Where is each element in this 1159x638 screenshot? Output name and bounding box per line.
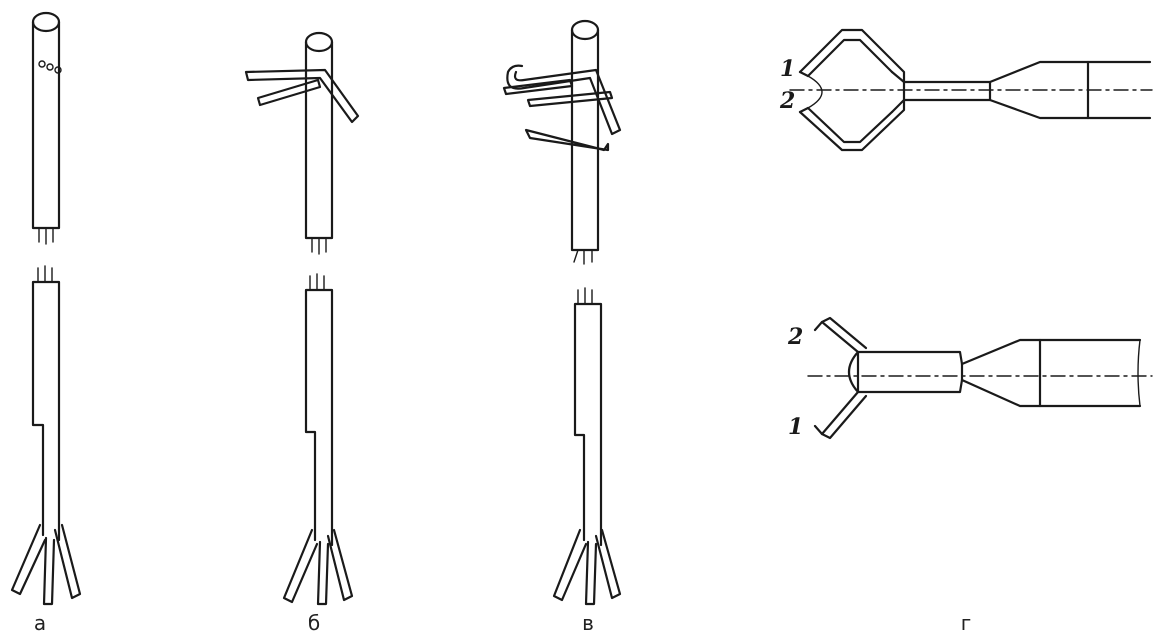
variant-v <box>502 19 622 606</box>
caption-v: в <box>582 611 594 635</box>
variant-a-top-tube <box>31 11 62 245</box>
label-g-bottom-1: 1 <box>788 414 803 440</box>
variant-b <box>244 31 360 606</box>
variant-a <box>10 11 82 606</box>
variant-v-bottom-tube <box>552 287 622 606</box>
variant-b-bottom-tube <box>282 273 354 606</box>
caption-a: а <box>34 611 46 635</box>
label-g-top-1: 1 <box>780 56 795 82</box>
caption-b: б <box>308 611 320 635</box>
variant-g-lower-view <box>807 316 1153 440</box>
caption-g: г <box>961 611 972 635</box>
variant-b-top-tube <box>244 31 360 255</box>
variant-g-upper-view <box>789 28 1153 152</box>
variant-g: 1 2 2 1 <box>779 28 1153 440</box>
label-g-bottom-2: 2 <box>787 324 803 350</box>
variant-a-bottom-tube <box>10 265 82 606</box>
variant-v-top-tube <box>502 19 622 265</box>
label-g-top-2: 2 <box>779 88 795 114</box>
